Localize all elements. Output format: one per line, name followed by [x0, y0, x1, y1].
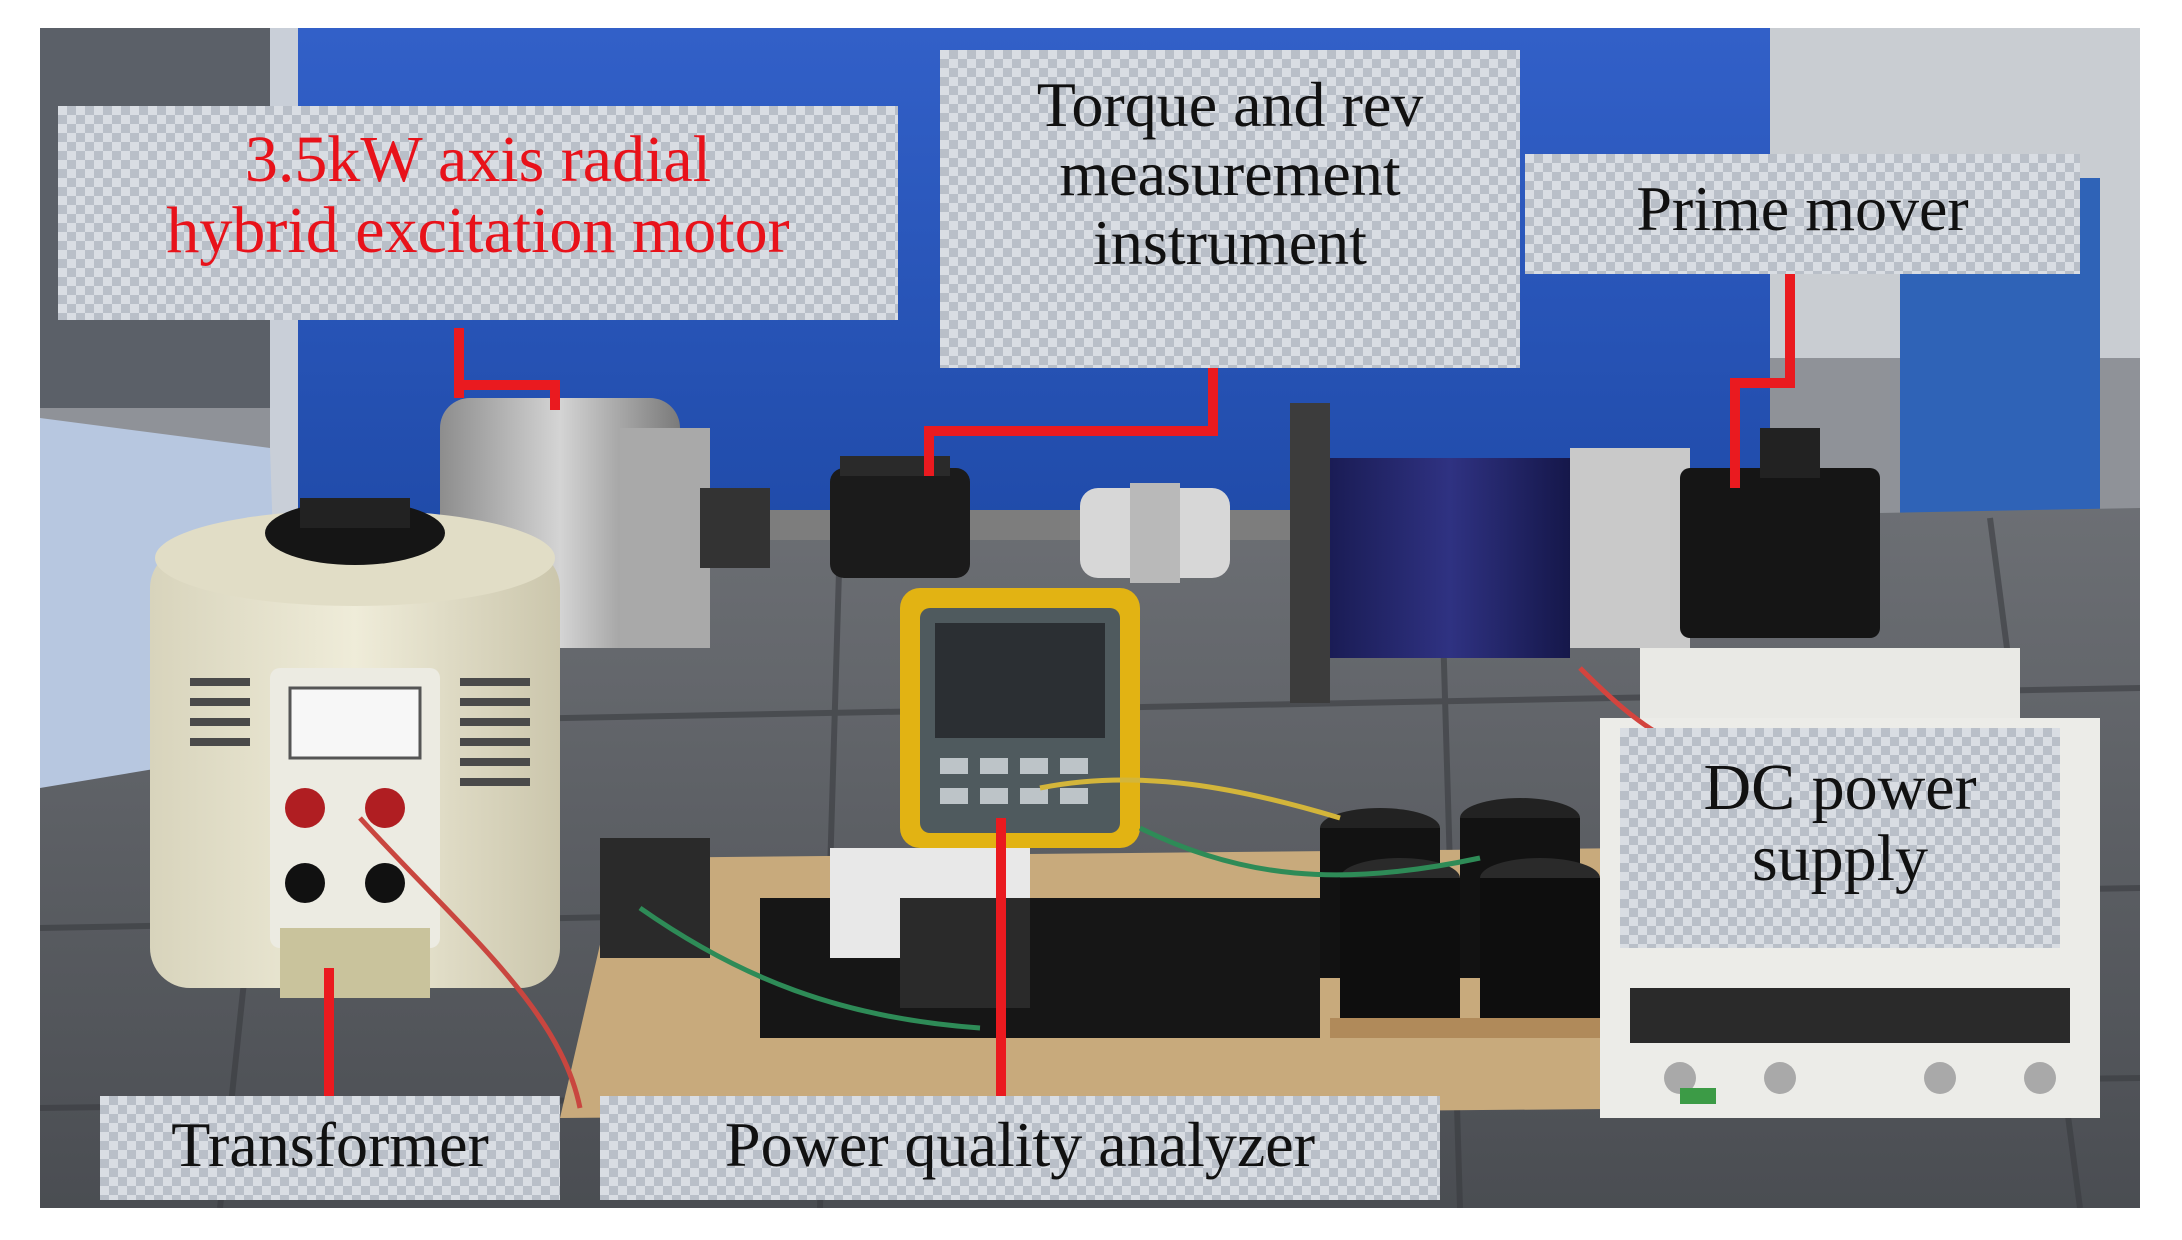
- leader-line-torque: [924, 426, 934, 476]
- label-transformer: Transformer: [100, 1096, 560, 1200]
- torque-sensor: [830, 468, 970, 578]
- leader-line-analyzer: [996, 818, 1006, 1100]
- label-prime-mover: Prime mover: [1525, 154, 2080, 274]
- flange: [1290, 403, 1330, 703]
- label-power-quality-analyzer: Power quality analyzer: [600, 1096, 1440, 1200]
- variac-meter: [288, 686, 422, 760]
- dc-display: [1630, 988, 2070, 1043]
- servo-driver: [1640, 648, 2020, 718]
- wires: [358, 666, 1761, 1109]
- label-dc-power-supply: DC power supply: [1620, 728, 2060, 948]
- prime-mover-adapter: [1570, 448, 1690, 648]
- leader-line-torque: [924, 426, 1218, 436]
- leader-line-motor: [454, 328, 464, 398]
- gearbox: [1330, 458, 1570, 658]
- analyzer-screen: [935, 623, 1105, 738]
- leader-line-motor: [454, 380, 558, 390]
- motor-coupling: [700, 488, 770, 568]
- leader-line-prime-mover: [1785, 268, 1795, 388]
- leader-line-torque: [1208, 358, 1218, 436]
- leader-line-prime-mover: [1730, 378, 1795, 388]
- label-torque-rev-instrument: Torque and rev measurement instrument: [940, 50, 1520, 368]
- leader-line-prime-mover: [1730, 378, 1740, 488]
- leader-line-transformer: [324, 968, 334, 1100]
- prime-mover: [1680, 468, 1880, 638]
- motor-end-plate: [620, 428, 710, 648]
- leader-line-motor: [550, 380, 560, 410]
- label-hybrid-excitation-motor: 3.5kW axis radial hybrid excitation moto…: [58, 106, 898, 320]
- lab-test-bench-photo: 3.5kW axis radial hybrid excitation moto…: [40, 28, 2140, 1208]
- capacitor-bank: [1320, 798, 1610, 1038]
- contactor: [600, 838, 710, 958]
- transformer-box: [280, 928, 430, 998]
